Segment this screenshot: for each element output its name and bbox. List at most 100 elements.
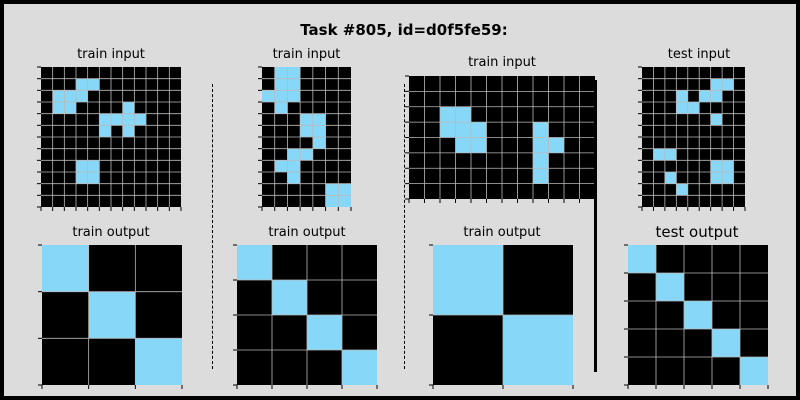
grid-cell-filled xyxy=(122,113,135,126)
grid-cell-filled xyxy=(722,160,734,172)
grid-test-input xyxy=(638,66,746,211)
grid-train-input-2 xyxy=(258,66,352,211)
grid-cell-filled xyxy=(533,137,549,153)
grid-cell-filled xyxy=(274,160,288,172)
grid-cell-filled xyxy=(548,137,564,153)
grid-train-output-3 xyxy=(429,244,574,389)
grid-cell-filled xyxy=(99,125,111,137)
separator-dashed-1 xyxy=(212,84,213,369)
panel-label-train-output-2: train output xyxy=(268,225,346,240)
grid-cell-filled xyxy=(262,90,275,102)
grid-cell-filled xyxy=(274,78,288,91)
grid-cell-filled xyxy=(533,152,549,169)
grid-cell-filled xyxy=(64,102,76,114)
grid-cell-filled xyxy=(88,291,136,339)
grid-train-input-3 xyxy=(405,75,596,203)
grid-cell-filled xyxy=(287,67,301,79)
grid-cell-filled xyxy=(722,172,734,184)
grid-cell-filled xyxy=(455,122,471,138)
grid-cell-filled xyxy=(52,102,65,114)
panel-label-test-input: test input xyxy=(667,47,731,62)
grid-cell-filled xyxy=(134,113,146,126)
grid-cell-filled xyxy=(440,106,456,123)
grid-cell-filled xyxy=(76,90,88,102)
grid-cell-filled xyxy=(676,90,688,102)
grid-cell-filled xyxy=(325,195,339,207)
grid-cell-filled xyxy=(740,357,768,385)
panel-label-test-output: test output xyxy=(655,223,739,241)
grid-cell-filled xyxy=(274,102,288,114)
grid-test-output xyxy=(624,244,769,389)
separator-solid xyxy=(594,80,597,372)
grid-train-output-1 xyxy=(38,244,183,389)
figure-title: Task #805, id=d0f5fe59: xyxy=(300,21,508,39)
grid-cell-filled xyxy=(287,160,301,172)
grid-cell-filled xyxy=(287,172,301,184)
grid-cell-filled xyxy=(699,90,711,102)
grid-cell-filled xyxy=(338,183,351,196)
grid-cell-filled xyxy=(300,125,313,137)
grid-cell-filled xyxy=(274,90,288,102)
grid-cell-filled xyxy=(664,172,677,184)
grid-cell-filled xyxy=(312,125,326,137)
grid-cell-filled xyxy=(712,329,740,357)
grid-cell-filled xyxy=(440,122,456,138)
panel-label-train-input-3: train input xyxy=(468,55,536,70)
panel-label-train-output-1: train output xyxy=(72,225,150,240)
panel-label-train-output-3: train output xyxy=(463,225,541,240)
grid-cell-filled xyxy=(64,90,76,102)
grid-cell-filled xyxy=(628,245,656,273)
grid-cell-filled xyxy=(237,245,272,280)
grid-cell-filled xyxy=(287,78,301,91)
grid-cell-filled xyxy=(503,315,573,385)
grid-cell-filled xyxy=(455,137,471,153)
grid-cell-filled xyxy=(122,102,135,114)
grid-cell-filled xyxy=(342,350,377,385)
grid-cell-filled xyxy=(471,122,487,138)
grid-cell-filled xyxy=(338,195,351,207)
grid-cell-filled xyxy=(274,67,288,79)
grid-cell-filled xyxy=(300,148,313,161)
grid-cell-filled xyxy=(676,183,688,196)
grid-cell-filled xyxy=(312,137,326,149)
grid-cell-filled xyxy=(111,113,123,126)
grid-cell-filled xyxy=(87,78,100,91)
grid-cell-filled xyxy=(710,113,723,126)
grid-cell-filled xyxy=(656,273,684,301)
grid-cell-filled xyxy=(76,78,88,91)
panel-label-train-input-2: train input xyxy=(272,47,341,62)
grid-cell-filled xyxy=(710,160,723,172)
grid-cell-filled xyxy=(676,102,688,114)
grid-cell-filled xyxy=(710,90,723,102)
grid-cell-filled xyxy=(287,148,301,161)
grid-cell-filled xyxy=(307,315,342,350)
grid-cell-filled xyxy=(455,106,471,123)
grid-cell-filled xyxy=(533,168,549,184)
grid-cell-filled xyxy=(87,160,100,172)
grid-cell-filled xyxy=(471,137,487,153)
grid-cell-filled xyxy=(653,148,665,161)
panel-label-train-input-1: train input xyxy=(77,47,145,62)
grid-cell-filled xyxy=(42,245,89,292)
grid-cell-filled xyxy=(99,113,111,126)
grid-cell-filled xyxy=(533,122,549,138)
grid-cell-filled xyxy=(76,160,88,172)
grid-train-output-2 xyxy=(233,244,378,389)
grid-cell-filled xyxy=(664,148,677,161)
grid-cell-filled xyxy=(687,102,700,114)
grid-cell-filled xyxy=(87,172,100,184)
grid-cell-filled xyxy=(710,78,723,91)
separator-dashed-2 xyxy=(404,84,405,369)
grid-cell-filled xyxy=(122,125,135,137)
grid-train-input-1 xyxy=(37,66,182,211)
grid-cell-filled xyxy=(325,183,339,196)
grid-cell-filled xyxy=(433,245,503,315)
grid-cell-filled xyxy=(52,90,65,102)
grid-cell-filled xyxy=(300,113,313,126)
grid-cell-filled xyxy=(272,280,307,315)
grid-cell-filled xyxy=(722,78,734,91)
grid-cell-filled xyxy=(135,338,182,385)
grid-cell-filled xyxy=(287,90,301,102)
grid-cell-filled xyxy=(76,172,88,184)
